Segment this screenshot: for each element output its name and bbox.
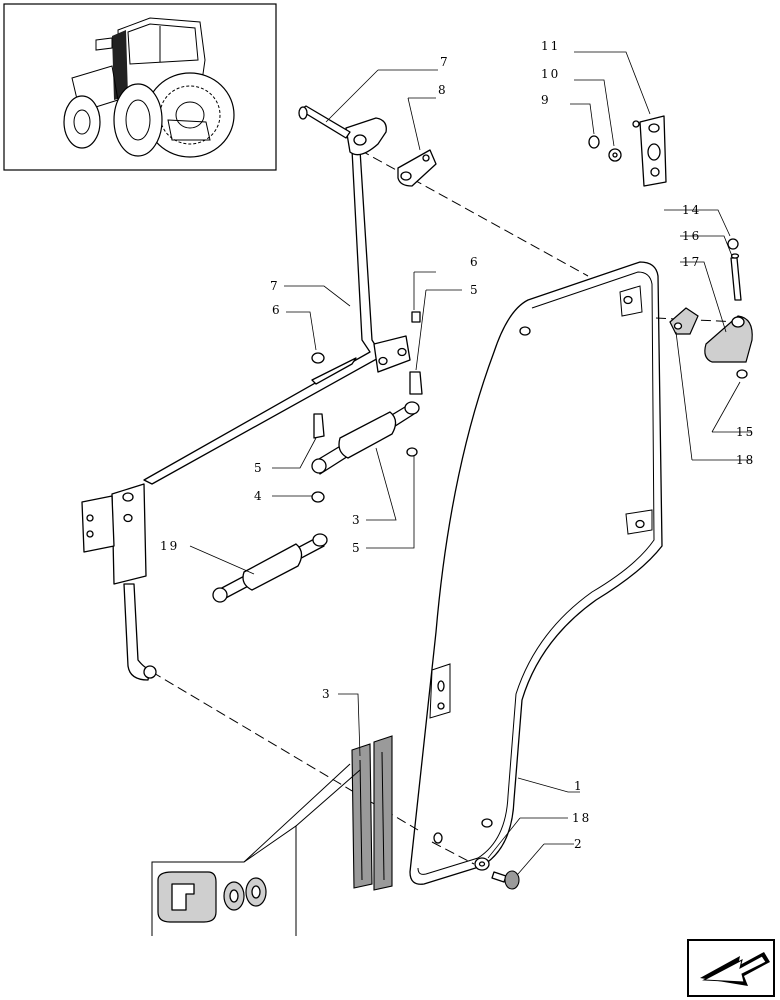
- callout-6-right: 5: [470, 283, 480, 297]
- callout-15: 16: [682, 229, 701, 243]
- callout-18: 18: [572, 811, 591, 825]
- seal-cross-section-detail: [151, 763, 361, 936]
- callout-6-left: 5: [254, 461, 264, 475]
- seal-strip-part-3: [351, 735, 393, 891]
- callout-4: 3: [352, 513, 362, 527]
- tractor-thumbnail-icon: [3, 3, 277, 171]
- callout-2: 2: [574, 837, 584, 851]
- next-page-arrow-icon[interactable]: [687, 939, 775, 997]
- plate-part-10: [397, 149, 437, 187]
- callout-14-bottom: 15: [736, 425, 755, 439]
- callout-labels: 7 8 11 10 9 14 16 17 15 18 7 6 6 5 5 4 3…: [160, 39, 755, 851]
- callout-19: 19: [160, 539, 179, 553]
- gas-strut-part-19: [212, 533, 328, 603]
- door-glass-panel: [409, 261, 663, 885]
- callout-12: 10: [541, 67, 560, 81]
- callout-14-top: 14: [682, 203, 701, 217]
- callout-13: 11: [541, 39, 560, 53]
- callout-5-left: 4: [254, 489, 264, 503]
- callout-8: 7: [270, 279, 280, 293]
- hinge-parts-14-17: [669, 238, 753, 379]
- callout-leader-lines: [189, 51, 752, 875]
- callout-7-left: 6: [272, 303, 282, 317]
- callout-9: 7: [440, 55, 450, 69]
- screw-part-2: [491, 870, 520, 890]
- callout-5-right: 5: [352, 541, 362, 555]
- callout-7-right: 6: [470, 255, 480, 269]
- callout-11: 9: [541, 93, 551, 107]
- callout-16: 17: [682, 255, 701, 269]
- callout-10: 8: [438, 83, 448, 97]
- callout-3: 3: [322, 687, 332, 701]
- bolt-part-9: [298, 105, 351, 139]
- gas-strut-part-4: [311, 311, 423, 503]
- hardware-parts-11-13: [588, 115, 667, 187]
- callout-1: 1: [574, 779, 584, 793]
- door-frame-bar: [81, 117, 411, 681]
- callout-17: 18: [736, 453, 755, 467]
- washer-part-18: [474, 857, 490, 871]
